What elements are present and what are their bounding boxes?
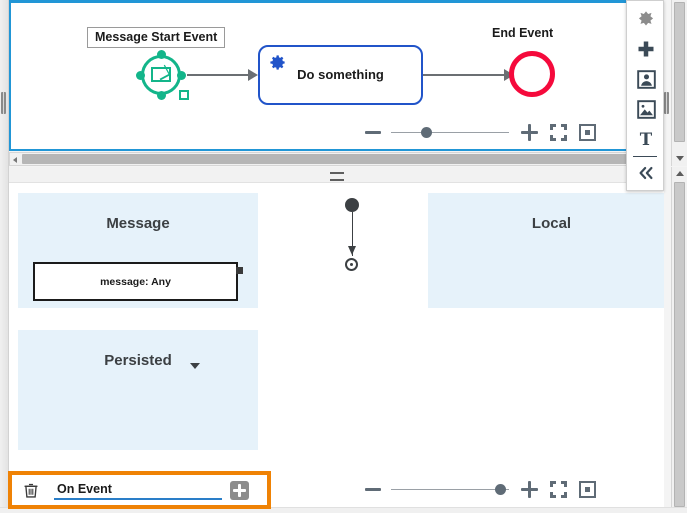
arrow-head-icon	[248, 69, 258, 81]
horizontal-scroll-thumb[interactable]	[22, 154, 632, 164]
window-bottom-strip	[0, 507, 687, 513]
event-name-input[interactable]	[54, 482, 222, 500]
mid-flow-connector[interactable]	[339, 193, 369, 273]
resize-handle-north[interactable]	[156, 50, 166, 59]
scroll-up-icon[interactable]	[676, 171, 684, 176]
palette-divider	[633, 156, 657, 157]
envelope-icon	[151, 67, 171, 82]
vertical-scroll-thumb[interactable]	[674, 182, 685, 507]
svg-text:T: T	[640, 129, 653, 149]
zoom-in-icon[interactable]	[521, 480, 538, 498]
zoom-slider-knob[interactable]	[495, 483, 507, 495]
zoom-slider-knob[interactable]	[420, 126, 432, 138]
left-splitter-rail[interactable]	[0, 0, 9, 513]
zoom-out-icon[interactable]	[365, 487, 381, 491]
end-event-shape[interactable]	[509, 51, 555, 97]
bottom-zoom-toolbar[interactable]	[365, 478, 596, 500]
message-type-label: message: Any	[100, 276, 171, 288]
editor-vertical-scrollbar[interactable]	[671, 0, 687, 166]
add-shape-icon[interactable]	[627, 34, 665, 64]
zoom-out-icon[interactable]	[365, 130, 381, 134]
splitter-grip-icon[interactable]	[329, 172, 344, 181]
actual-size-icon[interactable]	[579, 480, 596, 498]
left-splitter-grip[interactable]	[1, 92, 6, 114]
event-name-field-wrapper[interactable]	[54, 480, 222, 500]
bpmn-editor-panel[interactable]: Message Start Event Do something	[9, 0, 664, 151]
panel-splitter[interactable]	[9, 167, 664, 183]
pool-local[interactable]: Local	[428, 193, 664, 308]
fit-to-screen-icon[interactable]	[550, 480, 567, 498]
vertical-scroll-thumb[interactable]	[674, 2, 685, 142]
event-property-bar[interactable]	[8, 471, 271, 509]
resize-handle-east[interactable]	[177, 70, 186, 80]
flow-line	[351, 212, 353, 256]
task-label: Do something	[297, 67, 384, 82]
zoom-slider-track[interactable]	[391, 126, 509, 138]
pool-persisted[interactable]: Persisted	[18, 330, 258, 450]
actual-size-icon[interactable]	[579, 123, 596, 141]
connection-anchor-handle[interactable]	[236, 267, 243, 274]
trash-icon[interactable]	[22, 481, 40, 500]
sequence-flow-2[interactable]	[423, 69, 514, 81]
scroll-left-icon[interactable]	[13, 157, 17, 163]
zoom-in-icon[interactable]	[521, 123, 538, 141]
resize-handle-west[interactable]	[136, 70, 145, 80]
add-event-button[interactable]	[230, 480, 249, 500]
gear-icon	[270, 55, 285, 70]
pool-title-local: Local	[531, 215, 572, 232]
top-zoom-toolbar[interactable]	[365, 121, 596, 143]
editor-horizontal-scrollbar[interactable]	[9, 152, 664, 166]
service-task-shape[interactable]: Do something	[258, 45, 423, 105]
bottom-vertical-scrollbar[interactable]	[671, 167, 687, 513]
delete-shape-icon[interactable]	[627, 4, 665, 34]
insert-image-icon[interactable]	[627, 94, 665, 124]
collapse-palette-icon[interactable]	[627, 158, 665, 188]
insert-text-icon[interactable]: T	[627, 124, 665, 154]
selection-square-handle[interactable]	[179, 90, 189, 100]
flow-end-node-icon[interactable]	[345, 258, 358, 271]
chevron-down-icon[interactable]	[190, 363, 200, 369]
bottom-diagram-panel[interactable]: Message message: Any Persisted Local	[9, 183, 664, 513]
zoom-slider-track[interactable]	[391, 483, 509, 495]
message-start-event-label[interactable]: Message Start Event	[87, 27, 226, 48]
insert-actor-icon[interactable]	[627, 64, 665, 94]
flow-start-node-icon[interactable]	[345, 198, 359, 212]
pool-title-persisted: Persisted	[104, 352, 172, 369]
bpmn-canvas[interactable]: Message Start Event Do something	[11, 3, 662, 149]
message-start-event-shape[interactable]	[135, 49, 189, 101]
end-event-label: End Event	[492, 26, 554, 40]
pool-message[interactable]: Message message: Any	[18, 193, 258, 308]
shape-palette[interactable]: T	[626, 0, 664, 191]
fit-to-screen-icon[interactable]	[550, 123, 567, 141]
message-type-box[interactable]: message: Any	[33, 262, 243, 301]
pool-title-message: Message	[106, 215, 170, 232]
scroll-down-icon[interactable]	[676, 156, 684, 161]
flow-arrow-head-icon	[348, 246, 356, 255]
sequence-flow-1[interactable]	[187, 69, 258, 81]
resize-handle-south[interactable]	[156, 91, 166, 100]
right-splitter-grip[interactable]	[664, 92, 669, 114]
